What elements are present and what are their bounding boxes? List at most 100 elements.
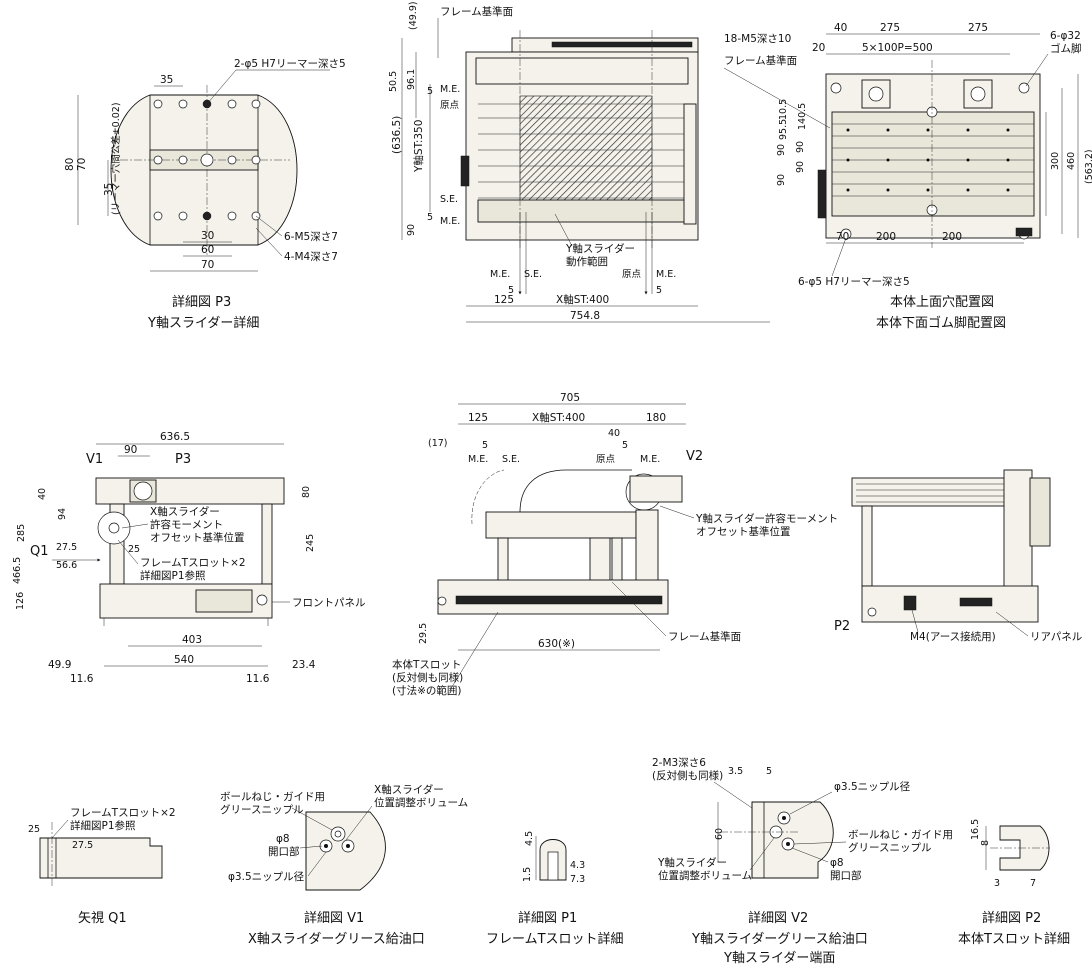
rv-p2: P2 — [834, 619, 850, 634]
fv-d5b: 5 — [622, 440, 628, 451]
p3-dim-70b: 70 — [201, 259, 214, 271]
p3-dim-35-side: 35 — [103, 183, 115, 196]
fv-origin: 原点 — [596, 454, 616, 465]
sv-d499: 49.9 — [48, 659, 71, 671]
sv-d116b: 11.6 — [246, 673, 270, 685]
sv-q1: Q1 — [30, 544, 49, 559]
p1-caption-2: フレームTスロット詳細 — [486, 931, 624, 947]
fv-d125: 125 — [468, 412, 488, 424]
fv-slot-2: (反対側も同様) — [392, 671, 463, 684]
p3-note-m4: 4-M4深さ7 — [284, 251, 338, 263]
detail-p2: 16.5 8 3 7 詳細図 P2 本体Tスロット詳細 — [958, 819, 1070, 947]
tv-d505: 50.5 — [388, 71, 399, 92]
v2-vol-2: 位置調整ボリューム — [658, 869, 752, 882]
detail-p1: 4.5 1.5 4.3 7.3 詳細図 P1 フレームTスロット詳細 — [486, 831, 624, 947]
v1-vol-1: X軸スライダー — [374, 783, 444, 796]
fv-d295: 29.5 — [418, 623, 429, 644]
hv-tap: 18-M5深さ10 — [724, 33, 791, 45]
front-view: 705 125 X軸ST:400 180 (17) 5 M.E. S.E. 40… — [392, 392, 838, 697]
fv-me: M.E. — [468, 454, 488, 465]
tv-d5d: 5 — [656, 285, 662, 296]
v2-opening: 開口部 — [830, 869, 862, 882]
tv-d961: 96.1 — [406, 69, 417, 90]
hv-caption-1: 本体上面穴配置図 — [890, 295, 994, 310]
sv-d25: 25 — [128, 544, 140, 555]
tv-frame-ref: フレーム基準面 — [440, 5, 513, 18]
v2-tap-1: 2-M3深さ6 — [652, 757, 706, 769]
p2-d3: 3 — [994, 878, 1000, 889]
p3-dim-80: 80 — [64, 158, 76, 171]
fv-moment-1: Y軸スライダー許容モーメント — [695, 512, 838, 525]
hv-d90c: 90 — [776, 174, 787, 186]
p3-note-m5: 6-M5深さ7 — [284, 231, 338, 243]
detail-p3: 2-φ5 H7リーマー深さ5 35 80 70 (リーマー穴間公差±0.02) … — [64, 58, 346, 331]
v1-grease-2: グリースニップル — [220, 803, 303, 816]
v1-caption-2: X軸スライダーグリース給油口 — [248, 932, 425, 947]
rv-rear-panel: リアパネル — [1030, 631, 1082, 643]
fv-v2: V2 — [686, 449, 703, 464]
p2-caption-1: 詳細図 P2 — [982, 910, 1041, 926]
p3-tolerance-note: (リーマー穴間公差±0.02) — [110, 102, 122, 215]
v2-d35: 3.5 — [728, 766, 743, 777]
sv-d40: 40 — [37, 488, 48, 500]
rear-view: P2 M4(アース接続用) リアパネル — [834, 469, 1082, 643]
p2-d8: 8 — [980, 840, 991, 846]
q1-d275: 27.5 — [72, 840, 93, 851]
v2-phi8: φ8 — [830, 857, 844, 869]
tv-d125: 125 — [494, 294, 514, 306]
fv-d630: 630(※) — [538, 638, 575, 650]
fv-d5a: 5 — [482, 440, 488, 451]
sv-d275: 27.5 — [56, 542, 77, 553]
hv-d200b: 200 — [942, 231, 962, 243]
v1-grease-1: ボールねじ・ガイド用 — [220, 791, 325, 803]
tv-d90: 90 — [406, 224, 417, 236]
v1-caption-1: 詳細図 V1 — [304, 910, 364, 926]
fv-d17: (17) — [428, 438, 448, 449]
detail-v2: 2-M3深さ6 (反対側も同様) 3.5 5 60 φ3.5ニップル径 ボールね… — [652, 757, 953, 964]
tv-me2: M.E. — [440, 216, 460, 227]
sv-d80: 80 — [301, 486, 312, 498]
sv-moment-2: 許容モーメント — [150, 518, 223, 531]
q1-caption: 矢視 Q1 — [78, 911, 127, 926]
hv-d460: 460 — [1066, 152, 1077, 170]
tv-d7548: 754.8 — [570, 310, 600, 322]
sv-d116a: 11.6 — [70, 673, 94, 685]
tv-me-b: M.E. — [490, 269, 510, 280]
tv-xst: X軸ST:400 — [556, 293, 609, 306]
v2-caption-3: Y軸スライダー端面 — [723, 951, 835, 964]
tv-d5b: 5 — [427, 212, 433, 223]
hole-layout-view: 40 275 275 18-M5深さ10 20 5×100P=500 6-φ32… — [723, 22, 1092, 331]
tv-se: S.E. — [440, 194, 458, 205]
tv-d5a: 5 — [427, 86, 433, 97]
sv-d6365: 636.5 — [160, 431, 190, 443]
v2-caption-2: Y軸スライダーグリース給油口 — [691, 932, 868, 947]
fv-d40: 40 — [608, 428, 620, 439]
p2-d165: 16.5 — [970, 819, 981, 840]
v2-d5: 5 — [766, 766, 772, 777]
hv-d200a: 200 — [876, 231, 896, 243]
tv-origin: 原点 — [440, 100, 460, 111]
sv-d90: 90 — [124, 444, 137, 456]
p3-dim-35-top: 35 — [160, 74, 173, 86]
sv-d4665: 466.5 — [12, 557, 23, 584]
p3-dim-70: 70 — [76, 158, 88, 171]
v1-opening: 開口部 — [268, 845, 300, 858]
hv-d105: 10.5 — [778, 99, 789, 120]
fv-frame-ref: フレーム基準面 — [668, 630, 741, 643]
hv-frame-ref: フレーム基準面 — [724, 54, 797, 67]
hv-d5632: (563.2) — [1084, 149, 1092, 184]
v2-vol-1: Y軸スライダー — [657, 856, 727, 869]
tv-range-2: 動作範囲 — [566, 255, 608, 268]
p3-caption-1: 詳細図 P3 — [172, 294, 231, 310]
tv-yst: Y軸ST:350 — [412, 120, 425, 173]
fv-d705: 705 — [560, 392, 580, 404]
rv-earth: M4(アース接続用) — [910, 630, 996, 643]
v2-tap-2: (反対側も同様) — [652, 769, 723, 782]
tv-me: M.E. — [440, 84, 460, 95]
sv-d126: 126 — [15, 592, 26, 610]
p2-d7: 7 — [1030, 878, 1036, 889]
v1-phi8: φ8 — [276, 833, 290, 845]
fv-se: S.E. — [502, 454, 520, 465]
sv-tslot-1: フレームTスロット×2 — [140, 557, 246, 569]
v2-nipple: φ3.5ニップル径 — [834, 780, 911, 793]
